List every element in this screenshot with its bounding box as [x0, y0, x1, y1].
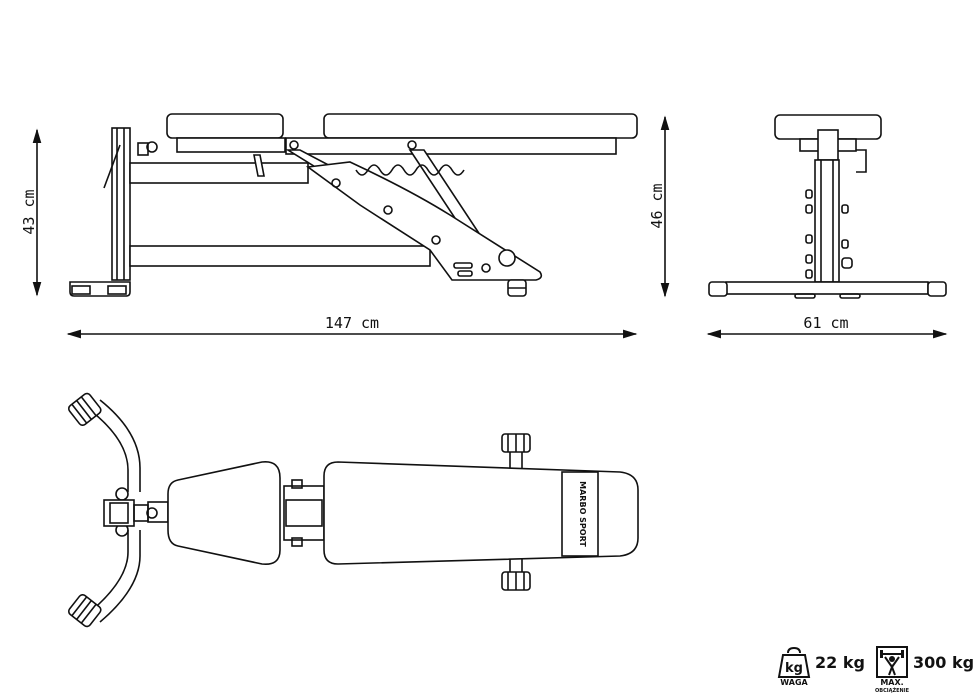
max-load-value: 300 kg: [913, 652, 975, 672]
side-length-label: 147 cm: [325, 314, 379, 332]
max-load-caption-line1: MAX.: [880, 678, 904, 687]
kg-icon-text: kg: [785, 661, 803, 676]
weight-caption: WAGA: [780, 678, 808, 687]
weight-value: 22 kg: [815, 652, 865, 672]
kg-weight-icon: kg: [777, 646, 811, 678]
side-height-label: 43 cm: [20, 189, 38, 234]
max-load-spec: 300 kg MAX. OBCIĄŻENIE: [875, 645, 975, 694]
side-view: [32, 113, 638, 339]
front-height-label: 46 cm: [648, 183, 666, 228]
front-width-label: 61 cm: [803, 314, 848, 332]
brand-logo: MARBO SPORT: [578, 481, 587, 547]
max-load-caption: MAX. OBCIĄŻENIE: [869, 679, 915, 695]
top-view: [67, 392, 639, 628]
lifter-icon: [876, 646, 908, 678]
weight-spec: kg 22 kg WAGA: [777, 645, 865, 687]
max-load-caption-line2: OBCIĄŻENIE: [875, 688, 909, 694]
front-view: [660, 114, 948, 339]
